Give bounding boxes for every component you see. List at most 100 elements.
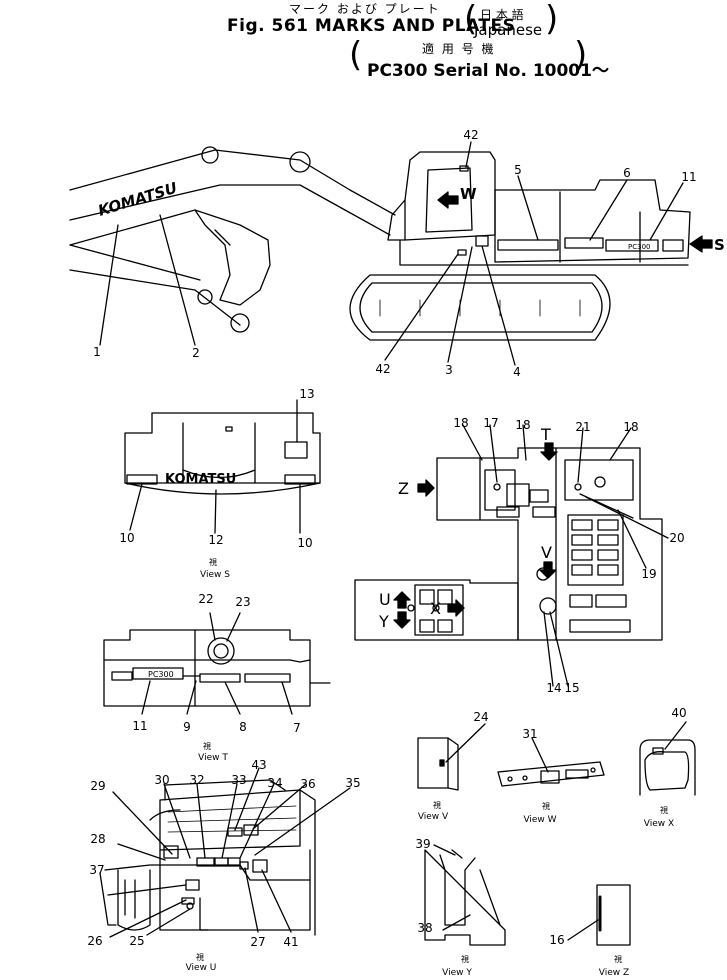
letter-u: U <box>379 590 391 609</box>
callout-41: 41 <box>283 935 298 949</box>
callout-40: 40 <box>671 706 686 720</box>
view-v-drawing <box>417 737 459 791</box>
callout-15: 15 <box>564 681 579 695</box>
view-w-drawing <box>497 761 605 787</box>
callout-20: 20 <box>669 531 684 545</box>
view-y-caption: View Y <box>442 968 472 978</box>
callout-30: 30 <box>154 773 169 787</box>
callout-8: 8 <box>239 720 247 734</box>
view-y-drawing <box>424 849 506 946</box>
callout-38: 38 <box>417 921 432 935</box>
view-s-caption: View S <box>200 570 230 580</box>
callout-12: 12 <box>208 533 223 547</box>
view-letter-group: T Z V U Y X <box>378 425 552 631</box>
callout-18-left: 18 <box>453 416 468 430</box>
callout-24: 24 <box>473 710 488 724</box>
callout-26: 26 <box>87 934 102 948</box>
callout-37: 37 <box>89 863 104 877</box>
view-w-jp: 視 <box>542 802 550 811</box>
callout-27: 27 <box>250 935 265 949</box>
view-u-jp: 視 <box>196 953 204 962</box>
view-s-drawing <box>124 412 321 495</box>
callout-11-view-t: 11 <box>132 719 147 733</box>
figure-title: Fig. 561 MARKS AND PLATES <box>227 16 516 36</box>
view-v-caption: View V <box>418 812 449 822</box>
arrow-x-icon <box>447 599 465 617</box>
arrow-s-label: S <box>714 236 725 254</box>
callout-19: 19 <box>641 567 656 581</box>
arrow-v-icon <box>539 561 557 579</box>
view-t-jp: 視 <box>203 742 211 751</box>
left-paren-decoration-2: ( <box>349 35 363 75</box>
callout-28: 28 <box>90 832 105 846</box>
callout-6: 6 <box>623 166 631 180</box>
callout-numbers: 1 2 3 4 5 6 7 8 9 10 10 11 11 12 13 14 1… <box>87 128 696 949</box>
callout-43: 43 <box>251 758 266 772</box>
japanese-language-label: 日 本 語 <box>480 8 524 22</box>
right-paren-decoration: ) <box>545 0 559 39</box>
view-s-brand-text: KOMATSU <box>165 472 236 487</box>
view-x-caption: View X <box>644 819 674 829</box>
view-z-drawing <box>596 884 631 946</box>
letter-y: Y <box>378 612 389 631</box>
excavator-main-view <box>69 146 691 341</box>
japanese-title: マーク および プレート <box>289 2 441 16</box>
arrow-u-icon <box>393 591 411 609</box>
callout-16: 16 <box>549 933 564 947</box>
callout-34: 34 <box>267 776 282 790</box>
view-w-caption: View W <box>523 815 556 825</box>
view-captions: 視 View S 視 View T 視 View U 視 View V 視 Vi… <box>186 558 675 978</box>
letter-z: Z <box>398 479 409 498</box>
arrow-z-icon <box>417 479 435 497</box>
callout-23: 23 <box>235 595 250 609</box>
left-paren-decoration: ( <box>464 0 478 39</box>
view-y-jp: 視 <box>461 955 469 964</box>
view-z-caption: View Z <box>599 968 629 978</box>
callout-29: 29 <box>90 779 105 793</box>
callout-14: 14 <box>546 681 561 695</box>
callout-17: 17 <box>483 416 498 430</box>
callout-3: 3 <box>445 363 453 377</box>
serial-range: PC300 Serial No. 10001～ <box>367 61 609 81</box>
callout-21: 21 <box>575 420 590 434</box>
view-t-model-plate-text: PC300 <box>148 670 174 679</box>
callout-18-mid: 18 <box>515 418 530 432</box>
view-x-jp: 視 <box>660 806 668 815</box>
arrow-w-label: W <box>460 185 477 203</box>
language-label: Japanese <box>474 21 543 39</box>
view-zv-drawing <box>436 447 663 641</box>
view-x-drawing <box>639 739 696 796</box>
view-t-drawing <box>103 629 331 707</box>
callout-7: 7 <box>293 721 301 735</box>
letter-x: X <box>430 599 441 618</box>
callout-10-right: 10 <box>297 536 312 550</box>
right-paren-decoration-2: ) <box>574 35 588 75</box>
arrow-t-icon <box>540 442 558 461</box>
callout-32: 32 <box>189 773 204 787</box>
view-v-jp: 視 <box>433 801 441 810</box>
callout-42-bottom: 42 <box>375 362 390 376</box>
view-z-jp: 視 <box>614 955 622 964</box>
callout-1: 1 <box>93 345 101 359</box>
main-model-plate-text: PC300 <box>628 243 650 251</box>
callout-33: 33 <box>231 773 246 787</box>
boom-brand-text: KOMATSU <box>96 179 179 220</box>
callout-31: 31 <box>522 727 537 741</box>
arrow-w-icon <box>437 191 459 209</box>
view-s-jp: 視 <box>209 558 217 567</box>
view-t-caption: View T <box>198 753 228 763</box>
view-u-caption: View U <box>186 963 217 973</box>
letter-t: T <box>540 425 551 444</box>
callout-10-left: 10 <box>119 531 134 545</box>
view-u-drawing <box>104 779 316 936</box>
letter-v: V <box>541 543 552 562</box>
callout-13: 13 <box>299 387 314 401</box>
callout-4: 4 <box>513 365 521 379</box>
callout-9: 9 <box>183 720 191 734</box>
arrow-y-icon <box>393 611 411 629</box>
callout-39: 39 <box>415 837 430 851</box>
callout-22: 22 <box>198 592 213 606</box>
japanese-serial-label: 適 用 号 機 <box>422 42 496 56</box>
callout-42-top: 42 <box>463 128 478 142</box>
callout-35: 35 <box>345 776 360 790</box>
